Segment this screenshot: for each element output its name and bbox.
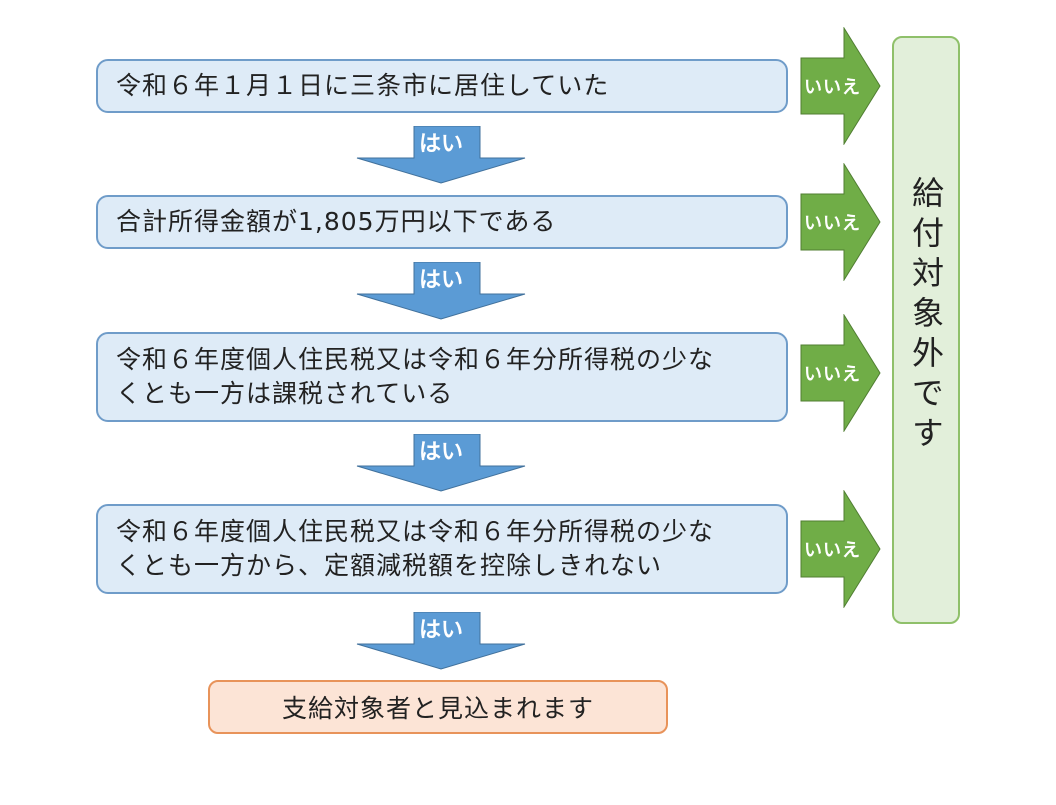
down-arrow-icon — [356, 126, 526, 184]
no-arrow-2: いいえ — [800, 163, 882, 281]
eligible-result-box: 支給対象者と見込まれます — [208, 680, 668, 734]
yes-arrow-2: はい — [355, 262, 527, 320]
ineligible-text: 給付対象外です — [907, 176, 945, 456]
down-arrow-icon — [356, 262, 526, 320]
yes-label-2: はい — [418, 268, 463, 293]
condition-4-line-1: 令和６年度個人住民税又は令和６年分所得税の少な — [116, 517, 715, 546]
right-arrow-icon — [800, 163, 881, 281]
yes-arrow-1: はい — [355, 126, 527, 184]
condition-box-2: 合計所得金額が1,805万円以下である — [96, 195, 788, 249]
right-arrow-icon — [800, 314, 881, 432]
condition-box-1: 令和６年１月１日に三条市に居住していた — [96, 59, 788, 113]
yes-label-4: はい — [418, 618, 463, 643]
no-arrow-3: いいえ — [800, 314, 882, 432]
right-arrow-icon — [800, 490, 881, 608]
condition-box-4: 令和６年度個人住民税又は令和６年分所得税の少な くとも一方から、定額減税額を控除… — [96, 504, 788, 594]
condition-3-line-2: くとも一方は課税されている — [116, 379, 454, 408]
condition-3-line-1: 令和６年度個人住民税又は令和６年分所得税の少な — [116, 345, 715, 374]
yes-arrow-4: はい — [355, 612, 527, 670]
no-arrow-4: いいえ — [800, 490, 882, 608]
yes-arrow-3: はい — [355, 434, 527, 492]
yes-label-3: はい — [418, 440, 463, 465]
condition-box-3: 令和６年度個人住民税又は令和６年分所得税の少な くとも一方は課税されている — [96, 332, 788, 422]
ineligible-box: 給付対象外です — [892, 36, 960, 624]
right-arrow-icon — [800, 27, 881, 145]
no-label-3: いいえ — [804, 364, 861, 385]
yes-label-1: はい — [418, 132, 463, 157]
condition-2-line-1: 合計所得金額が1,805万円以下である — [116, 207, 557, 236]
no-arrow-1: いいえ — [800, 27, 882, 145]
no-label-2: いいえ — [804, 213, 861, 234]
condition-4-line-2: くとも一方から、定額減税額を控除しきれない — [116, 551, 663, 580]
down-arrow-icon — [356, 612, 526, 670]
down-arrow-icon — [356, 434, 526, 492]
eligible-result-text: 支給対象者と見込まれます — [281, 694, 594, 723]
condition-1-line-1: 令和６年１月１日に三条市に居住していた — [116, 71, 610, 100]
no-label-4: いいえ — [804, 540, 861, 561]
no-label-1: いいえ — [804, 77, 861, 98]
